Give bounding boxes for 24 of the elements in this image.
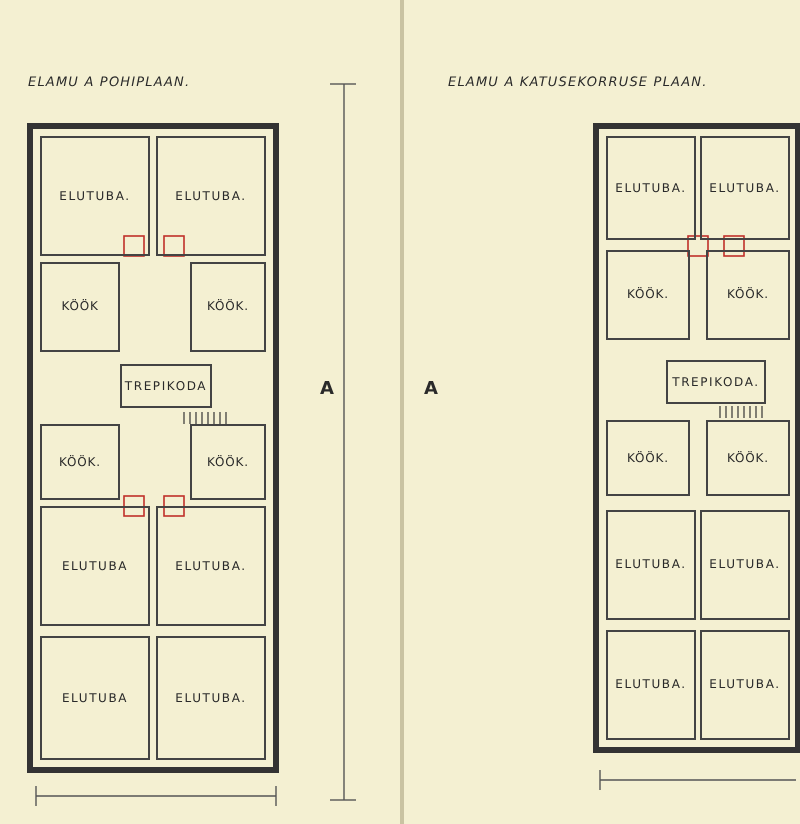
room-outline [706,420,790,496]
room-outline [700,510,790,620]
room-outline [666,360,766,404]
room-outline [40,262,120,352]
room-outline [120,364,212,408]
room-outline [606,510,696,620]
room-outline [156,506,266,626]
room-outline [706,250,790,340]
room-outline [40,424,120,500]
room-outline [700,630,790,740]
room-outline [700,136,790,240]
room-outline [190,262,266,352]
room-outline [606,250,690,340]
section-marker: A [320,380,334,400]
room-outline [606,420,690,496]
section-marker: A [424,380,438,400]
room-outline [40,506,150,626]
room-outline [156,636,266,760]
room-outline [40,136,150,256]
room-outline [606,630,696,740]
room-outline [40,636,150,760]
room-outline [606,136,696,240]
room-outline [156,136,266,256]
room-outline [190,424,266,500]
